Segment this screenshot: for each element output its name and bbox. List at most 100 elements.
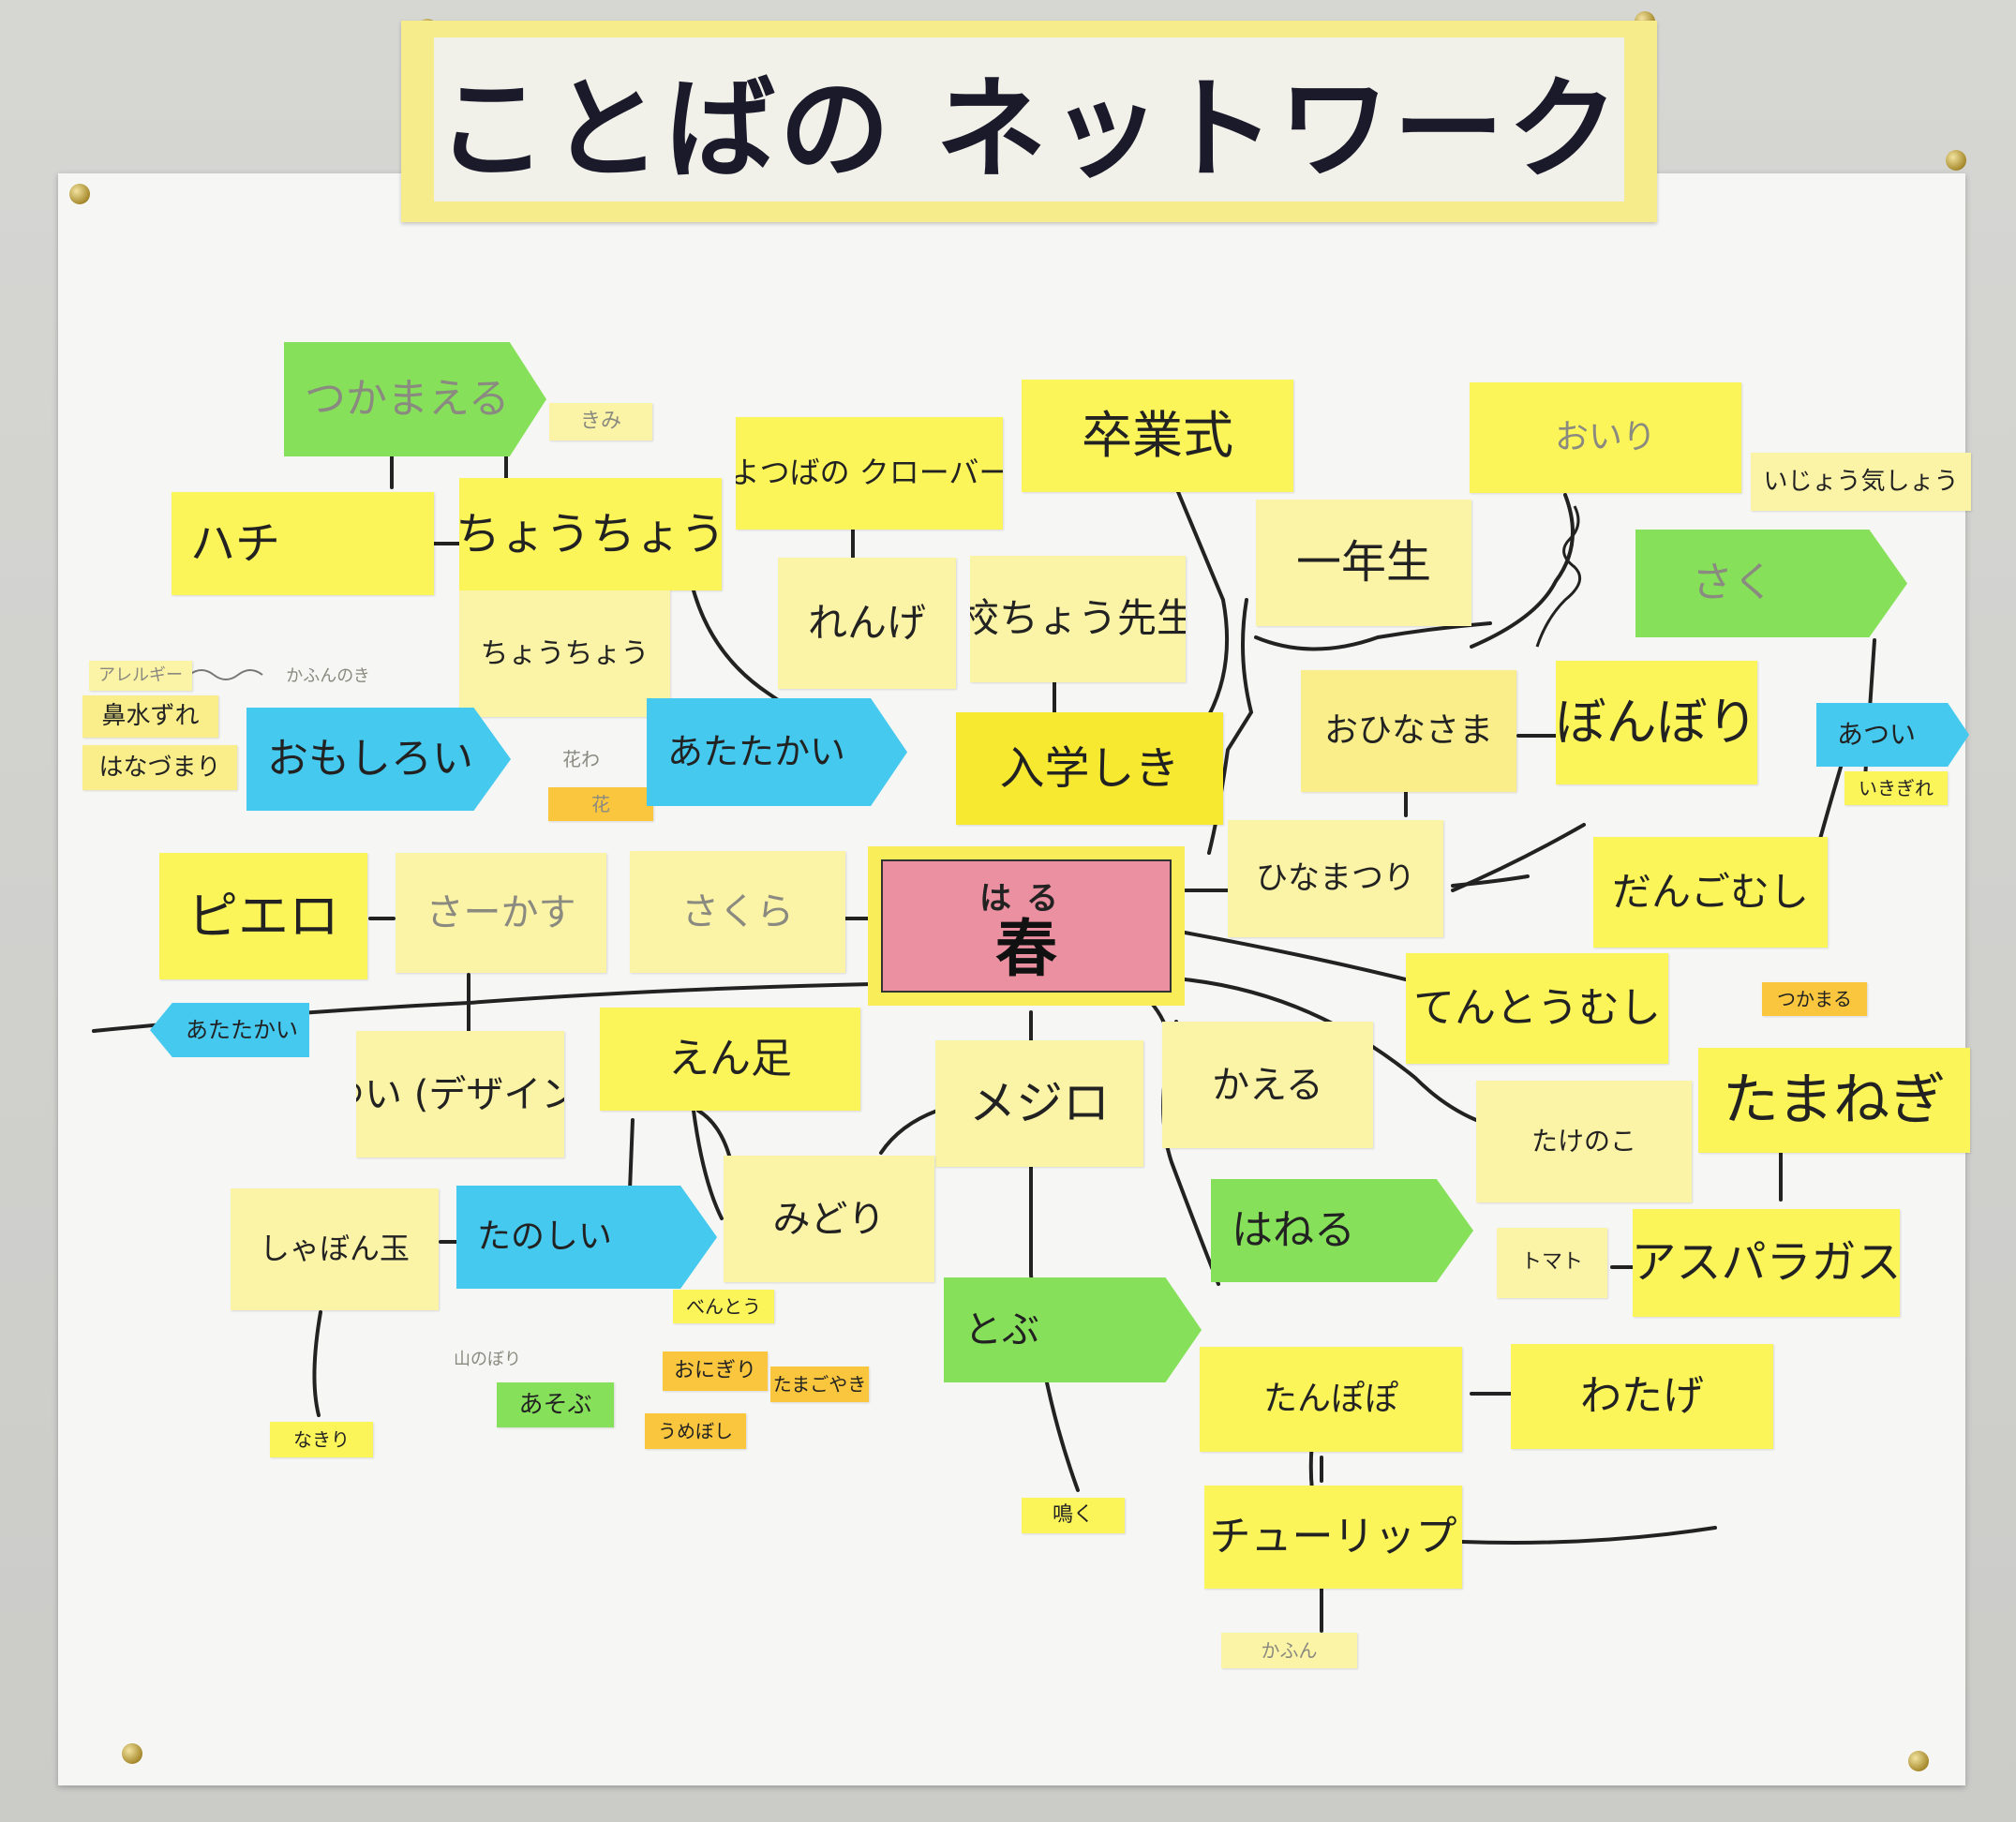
note-text: アレルギー — [98, 665, 183, 686]
center-reading: はる — [979, 879, 1073, 918]
note-text: たまねぎ — [1722, 1068, 1947, 1133]
note-tomato: トマト — [1497, 1228, 1607, 1298]
note-ohinasama: おひなさま — [1301, 670, 1516, 792]
note-midori: みどり — [724, 1156, 934, 1282]
note-text: あたたかい — [186, 1016, 298, 1043]
note-watage: わたげ — [1511, 1344, 1773, 1449]
note-onigiri: おにぎり — [663, 1352, 768, 1391]
note-text: 花わ — [562, 748, 600, 770]
link-line — [1170, 485, 1230, 770]
center-node-inner: はる 春 — [881, 859, 1172, 993]
note-text: 卒業式 — [1082, 406, 1233, 466]
pushpin — [122, 1743, 142, 1764]
note-text: ピエロ — [187, 886, 339, 946]
note-chouchou-2: ちょうちょう — [459, 590, 670, 717]
note-ijoukishou: いじょう気しょう — [1751, 453, 1971, 511]
note-text: トマト — [1520, 1250, 1583, 1275]
note-shabondama: しゃぼん玉 — [231, 1188, 439, 1310]
note-text: べんとう — [686, 1295, 761, 1318]
note-text: ハチ — [190, 516, 281, 570]
note-hachi: ハチ — [172, 492, 434, 595]
note-text: ちょうちょう — [459, 507, 722, 560]
wavy-link — [188, 669, 263, 680]
link-line — [628, 1118, 635, 1192]
note-text: あそぶ — [518, 1390, 592, 1419]
note-text: さく — [1692, 559, 1774, 607]
note-yamanobori: 山のぼり — [436, 1343, 539, 1377]
link-line — [1451, 823, 1586, 892]
center-node-haru: はる 春 — [868, 846, 1185, 1006]
note-text: たけのこ — [1531, 1125, 1636, 1157]
note-text: きみ — [579, 409, 621, 433]
note-text: たんぽぽ — [1262, 1380, 1398, 1419]
note-asuparagasu: アスパラガス — [1633, 1209, 1900, 1317]
note-text: 山のぼり — [454, 1350, 521, 1370]
note-kouchou: 校ちょう先生 — [970, 556, 1186, 682]
note-text: アスパラガス — [1633, 1236, 1900, 1290]
note-text: ちょうちょう — [480, 637, 650, 670]
note-haneru: はねる — [1211, 1179, 1473, 1282]
link-line — [1254, 621, 1492, 651]
note-tsukamaeru: つかまえる — [284, 342, 546, 456]
note-tentoumushi: てんとうむし — [1406, 953, 1668, 1064]
note-sakura: さくら — [630, 851, 845, 973]
note-text: あたたかい — [667, 730, 846, 772]
note-tamanegi: たまねぎ — [1698, 1048, 1970, 1153]
note-hinamatsuri: ひなまつり — [1228, 820, 1443, 937]
note-text: あつい — [1837, 718, 1917, 750]
pushpin — [1946, 150, 1966, 171]
note-text: 一年生 — [1295, 536, 1431, 590]
note-bonbori: ぼんぼり — [1556, 661, 1757, 784]
link-line — [1470, 493, 1575, 649]
note-text: かふんのき — [286, 666, 370, 687]
link-line — [312, 1310, 322, 1417]
note-saakasu: さーかす — [396, 853, 606, 973]
note-text: たのしい — [477, 1217, 613, 1257]
note-text: はなづまり — [98, 753, 221, 782]
title-banner: ことばの ネットワーク — [401, 21, 1657, 222]
note-text: 鼻水ずれ — [101, 702, 200, 731]
center-label: 春 — [995, 912, 1057, 985]
note-piero: ピエロ — [159, 853, 367, 979]
note-text: はねる — [1232, 1205, 1355, 1254]
note-ensoku: えん足 — [600, 1008, 860, 1111]
note-atatakai-1: あたたかい — [647, 698, 907, 806]
poster-title: ことばの ネットワーク — [436, 65, 1622, 194]
note-hana: 花 — [548, 787, 653, 821]
link-line — [1183, 978, 1478, 1122]
pushpin — [69, 184, 90, 204]
note-oiri: おいり — [1470, 382, 1741, 493]
note-hanawa: 花わ — [520, 740, 642, 778]
note-text: とぶ — [964, 1308, 1039, 1352]
note-text: れんげ — [807, 599, 926, 646]
note-saku: さく — [1635, 530, 1907, 637]
link-line — [1460, 1526, 1717, 1545]
note-text: 入学しき — [999, 741, 1180, 795]
note-ikigire: いきぎれ — [1844, 771, 1948, 805]
wavy-link — [1535, 505, 1582, 648]
note-text: 鳴く — [1052, 1502, 1094, 1527]
note-text: ひなまつり — [1256, 859, 1415, 897]
note-text: さーかす — [426, 891, 576, 934]
note-text: チューリップ — [1209, 1512, 1457, 1561]
note-text: よつばの クローバー — [736, 455, 1003, 491]
note-tobu: とぶ — [944, 1277, 1202, 1382]
note-text: おにぎり — [673, 1358, 756, 1382]
note-text: 校ちょう先生 — [970, 595, 1186, 642]
note-naku: 鳴く — [1022, 1498, 1125, 1533]
note-yui: ゆい (デザイン) — [356, 1031, 564, 1157]
note-text: なきり — [293, 1428, 350, 1451]
note-text: てんとうむし — [1413, 983, 1661, 1032]
link-line — [1451, 874, 1530, 888]
note-tamagoyaki: たまごやき — [770, 1366, 869, 1402]
note-text: わたげ — [1580, 1371, 1704, 1420]
note-text: さくら — [681, 890, 794, 933]
note-text: いじょう気しょう — [1763, 467, 1959, 496]
note-hanazumari: はなづまり — [82, 745, 237, 790]
link-line — [879, 1109, 939, 1155]
note-atsui: あつい — [1816, 703, 1969, 767]
note-text: おいり — [1554, 418, 1656, 457]
note-text: しゃぼん玉 — [259, 1231, 410, 1267]
note-omoshiroi: おもしろい — [246, 708, 511, 811]
note-asobu: あそぶ — [497, 1382, 614, 1427]
